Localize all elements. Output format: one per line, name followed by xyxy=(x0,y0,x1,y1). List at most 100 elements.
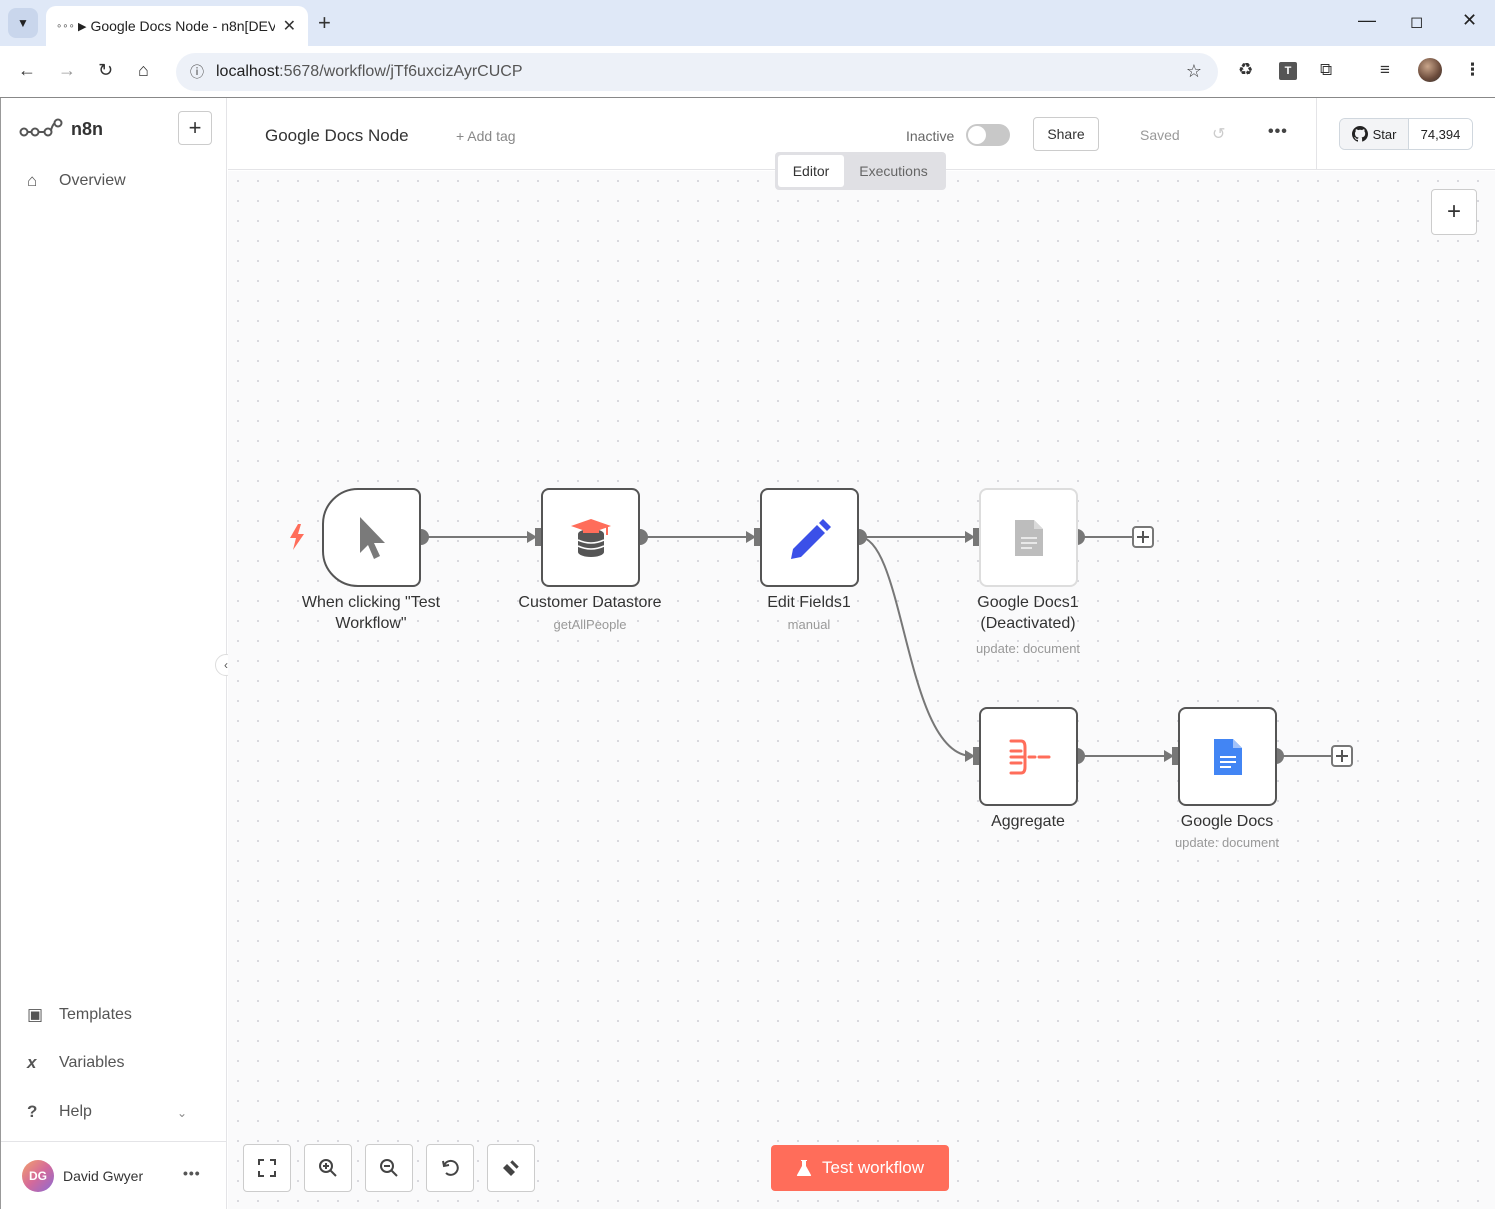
profile-avatar[interactable] xyxy=(1418,58,1442,82)
tab-executions[interactable]: Executions xyxy=(859,163,928,179)
sidebar-item-help[interactable]: ? Help xyxy=(27,1102,92,1122)
question-icon: ? xyxy=(27,1102,38,1121)
editor-executions-switch: Editor Executions xyxy=(775,152,946,190)
browser-menu-icon[interactable]: ⋮ xyxy=(1464,60,1481,79)
chevron-down-icon[interactable]: ⌄ xyxy=(177,1106,188,1120)
node-customer-datastore[interactable] xyxy=(541,488,640,587)
flask-icon xyxy=(796,1160,812,1176)
node-subtitle: update: document xyxy=(975,641,1081,656)
open-nodes-panel-button[interactable]: + xyxy=(1431,189,1477,235)
reload-icon[interactable]: ↻ xyxy=(98,60,114,80)
new-tab-icon[interactable]: + xyxy=(318,10,331,35)
user-menu-icon[interactable]: ••• xyxy=(183,1165,201,1181)
header-divider xyxy=(1316,98,1317,170)
trigger-bolt-icon xyxy=(290,524,304,550)
google-docs-icon xyxy=(1213,738,1242,775)
user-name: David Gwyer xyxy=(63,1168,144,1184)
node-edit-fields[interactable] xyxy=(760,488,859,587)
n8n-favicon-icon: ∘∘∘ xyxy=(56,20,75,32)
activation-toggle[interactable] xyxy=(966,124,1010,146)
media-control-icon[interactable]: ≡ xyxy=(1380,60,1390,79)
sidebar-item-label: Variables xyxy=(59,1054,125,1071)
node-google-docs[interactable] xyxy=(1178,707,1277,806)
node-label: Google Docs xyxy=(1180,813,1274,830)
sidebar-item-label: Overview xyxy=(59,172,126,189)
node-label: Aggregate xyxy=(991,813,1065,830)
github-star-button[interactable]: Star 74,394 xyxy=(1339,118,1473,150)
url-path: :5678/workflow/jTf6uxcizAyrCUCP xyxy=(279,63,523,80)
tab-search-chevron-icon[interactable]: ▼ xyxy=(8,8,38,38)
undo-icon xyxy=(442,1159,459,1176)
zoom-to-fit-button[interactable] xyxy=(243,1144,291,1192)
node-google-docs1-deactivated[interactable] xyxy=(979,488,1078,587)
fit-view-icon xyxy=(258,1159,276,1177)
n8n-app: n8n + ⌂ Overview ▣ Templates x Variables… xyxy=(0,98,1495,1209)
close-tab-icon[interactable]: ✕ xyxy=(282,18,296,35)
home-icon: ⌂ xyxy=(27,171,38,190)
saved-status: Saved xyxy=(1140,127,1180,143)
sidebar-item-label: Templates xyxy=(59,1006,132,1023)
more-options-icon[interactable]: ••• xyxy=(1268,123,1288,140)
create-workflow-button[interactable]: + xyxy=(178,111,212,145)
browser-toolbar: ← → ↻ ⌂ ⓘ localhost:5678/workflow/jTf6ux… xyxy=(0,46,1495,98)
recycle-extension-icon[interactable]: ♻ xyxy=(1238,60,1254,79)
github-star-label-area: Star xyxy=(1340,119,1409,149)
url-bar[interactable]: ⓘ localhost:5678/workflow/jTf6uxcizAyrCU… xyxy=(176,53,1218,91)
node-subtitle: getAllPeople xyxy=(553,617,627,632)
github-star-text: Star xyxy=(1372,126,1397,142)
sidebar: n8n + ⌂ Overview ▣ Templates x Variables… xyxy=(1,98,227,1209)
tab-editor[interactable]: Editor xyxy=(778,155,844,187)
zoom-out-icon xyxy=(380,1159,398,1177)
bookmark-star-icon[interactable]: ☆ xyxy=(1185,61,1202,81)
database-icon xyxy=(570,518,611,557)
user-row: DG David Gwyer ••• xyxy=(1,1141,227,1209)
tidy-up-button[interactable] xyxy=(487,1144,535,1192)
play-icon: ▶ xyxy=(78,20,87,33)
variable-icon: x xyxy=(27,1053,37,1072)
site-info-icon[interactable]: ⓘ xyxy=(190,64,204,80)
browser-tab[interactable]: ∘∘∘ ▶ Google Docs Node - n8n[DEV] ✕ xyxy=(46,6,308,46)
toggle-knob xyxy=(968,126,986,144)
extensions-puzzle-icon[interactable]: ⧉ xyxy=(1320,60,1333,79)
pencil-icon xyxy=(790,518,831,559)
node-aggregate[interactable] xyxy=(979,707,1078,806)
node-label: Customer Datastore xyxy=(518,594,662,611)
node-subtitle: update: document xyxy=(1174,835,1280,850)
n8n-logo-icon xyxy=(19,118,63,137)
history-icon[interactable]: ↺ xyxy=(1212,126,1226,143)
broom-icon xyxy=(503,1160,519,1176)
github-icon xyxy=(1351,126,1368,142)
node-label: Edit Fields1 xyxy=(767,594,851,611)
forward-icon[interactable]: → xyxy=(58,60,76,80)
zoom-in-icon xyxy=(319,1159,337,1177)
test-workflow-label: Test workflow xyxy=(821,1158,925,1177)
url-host: localhost xyxy=(216,63,280,80)
share-button[interactable]: Share xyxy=(1033,117,1099,151)
avatar[interactable]: DG xyxy=(22,1160,54,1192)
workflow-canvas[interactable]: + xyxy=(228,171,1495,1209)
workflow-name[interactable]: Google Docs Node xyxy=(265,126,409,145)
node-subtitle: manual xyxy=(787,617,831,632)
reset-zoom-button[interactable] xyxy=(426,1144,474,1192)
sidebar-item-variables[interactable]: x Variables xyxy=(27,1053,125,1073)
cursor-icon xyxy=(359,516,385,559)
close-window-icon[interactable]: ✕ xyxy=(1462,10,1478,30)
activation-status-label: Inactive xyxy=(906,128,955,144)
home-browser-icon[interactable]: ⌂ xyxy=(138,60,149,80)
brand-name: n8n xyxy=(71,118,104,139)
node-label: Google Docs1 (Deactivated) xyxy=(977,594,1079,632)
sidebar-item-overview[interactable]: ⌂ Overview xyxy=(27,171,126,191)
minimize-icon[interactable]: — xyxy=(1358,10,1376,30)
back-icon[interactable]: ← xyxy=(18,60,36,80)
maximize-icon[interactable]: ◻ xyxy=(1410,14,1424,31)
node-trigger[interactable] xyxy=(322,488,421,587)
sidebar-item-templates[interactable]: ▣ Templates xyxy=(27,1005,132,1025)
node-label: When clicking "Test Workflow" xyxy=(301,594,441,632)
n8n-logo[interactable]: n8n xyxy=(19,118,103,140)
t-extension-icon[interactable]: T xyxy=(1279,62,1297,80)
add-tag-button[interactable]: + Add tag xyxy=(456,128,516,144)
tab-title: Google Docs Node - n8n[DEV] xyxy=(90,18,276,34)
zoom-out-button[interactable] xyxy=(365,1144,413,1192)
zoom-in-button[interactable] xyxy=(304,1144,352,1192)
test-workflow-button[interactable]: Test workflow xyxy=(771,1145,949,1191)
